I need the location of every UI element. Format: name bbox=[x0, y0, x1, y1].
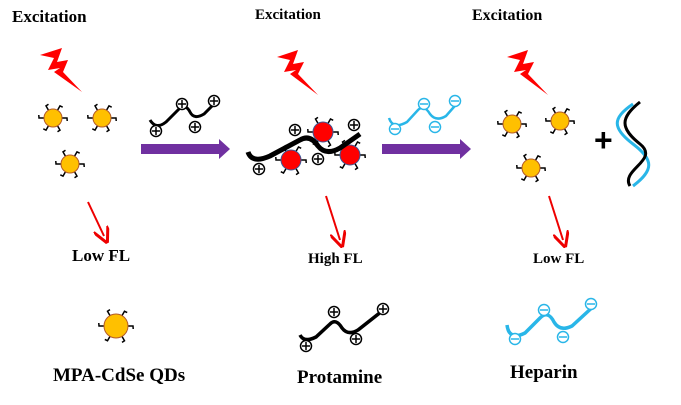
plus-charge-icon bbox=[175, 97, 189, 111]
plus-charge-icon bbox=[349, 332, 363, 346]
protamine-strand-complex bbox=[245, 131, 362, 162]
lightning-icon-3 bbox=[507, 50, 548, 95]
red-arrow-1 bbox=[87, 201, 104, 236]
qd-low-stage3-2 bbox=[516, 153, 546, 183]
qd-low-stage3-1 bbox=[545, 106, 575, 136]
plus-charge-icon bbox=[376, 302, 390, 316]
legend-protamine-label: Protamine bbox=[297, 367, 383, 388]
excitation-label-2: Excitation bbox=[255, 7, 321, 23]
minus-charge-icon bbox=[556, 330, 570, 344]
qd-low-stage1-1 bbox=[87, 103, 117, 133]
excitation-label-1: Excitation bbox=[12, 7, 87, 26]
legend-protamine-icon bbox=[298, 306, 388, 342]
plus-charge-icon bbox=[252, 162, 266, 176]
qd-low-stage1-0 bbox=[38, 103, 68, 133]
minus-charge-icon bbox=[448, 94, 462, 108]
fl-label-2: High FL bbox=[308, 251, 363, 267]
legend-qd-icon bbox=[98, 308, 134, 344]
fl-label-3: Low FL bbox=[533, 251, 585, 267]
plus-charge-icon bbox=[299, 339, 313, 353]
process-arrow-2 bbox=[382, 139, 471, 159]
qd-high-stage2-2 bbox=[334, 139, 366, 171]
red-arrow-2 bbox=[325, 195, 340, 240]
process-arrow-1 bbox=[141, 139, 230, 159]
lightning-icon-1 bbox=[40, 48, 82, 92]
plus-charge-icon bbox=[347, 118, 361, 132]
minus-charge-icon bbox=[584, 297, 598, 311]
plus-charge-icon bbox=[188, 120, 202, 134]
fl-label-1: Low FL bbox=[72, 246, 131, 265]
plus-charge-icon bbox=[207, 94, 221, 108]
qd-high-stage2-0 bbox=[307, 116, 339, 148]
plus-sign: + bbox=[594, 122, 613, 158]
minus-charge-icon bbox=[537, 303, 551, 317]
red-arrow-3 bbox=[548, 195, 563, 240]
qd-low-stage1-2 bbox=[55, 149, 85, 179]
qd-low-stage3-0 bbox=[497, 109, 527, 139]
plus-charge-icon bbox=[149, 124, 163, 138]
minus-charge-icon bbox=[428, 120, 442, 134]
minus-charge-icon bbox=[508, 332, 522, 346]
excitation-label-3: Excitation bbox=[472, 7, 543, 24]
protamine-heparin-helix bbox=[615, 100, 651, 188]
legend-heparin-icon bbox=[505, 302, 598, 338]
minus-charge-icon bbox=[388, 122, 402, 136]
plus-charge-icon bbox=[311, 152, 325, 166]
legend-heparin-label: Heparin bbox=[510, 362, 578, 383]
minus-charge-icon bbox=[417, 97, 431, 111]
plus-charge-icon bbox=[288, 123, 302, 137]
lightning-icon-2 bbox=[277, 50, 318, 95]
plus-charge-icon bbox=[327, 305, 341, 319]
legend-qd-label: MPA-CdSe QDs bbox=[53, 365, 186, 386]
